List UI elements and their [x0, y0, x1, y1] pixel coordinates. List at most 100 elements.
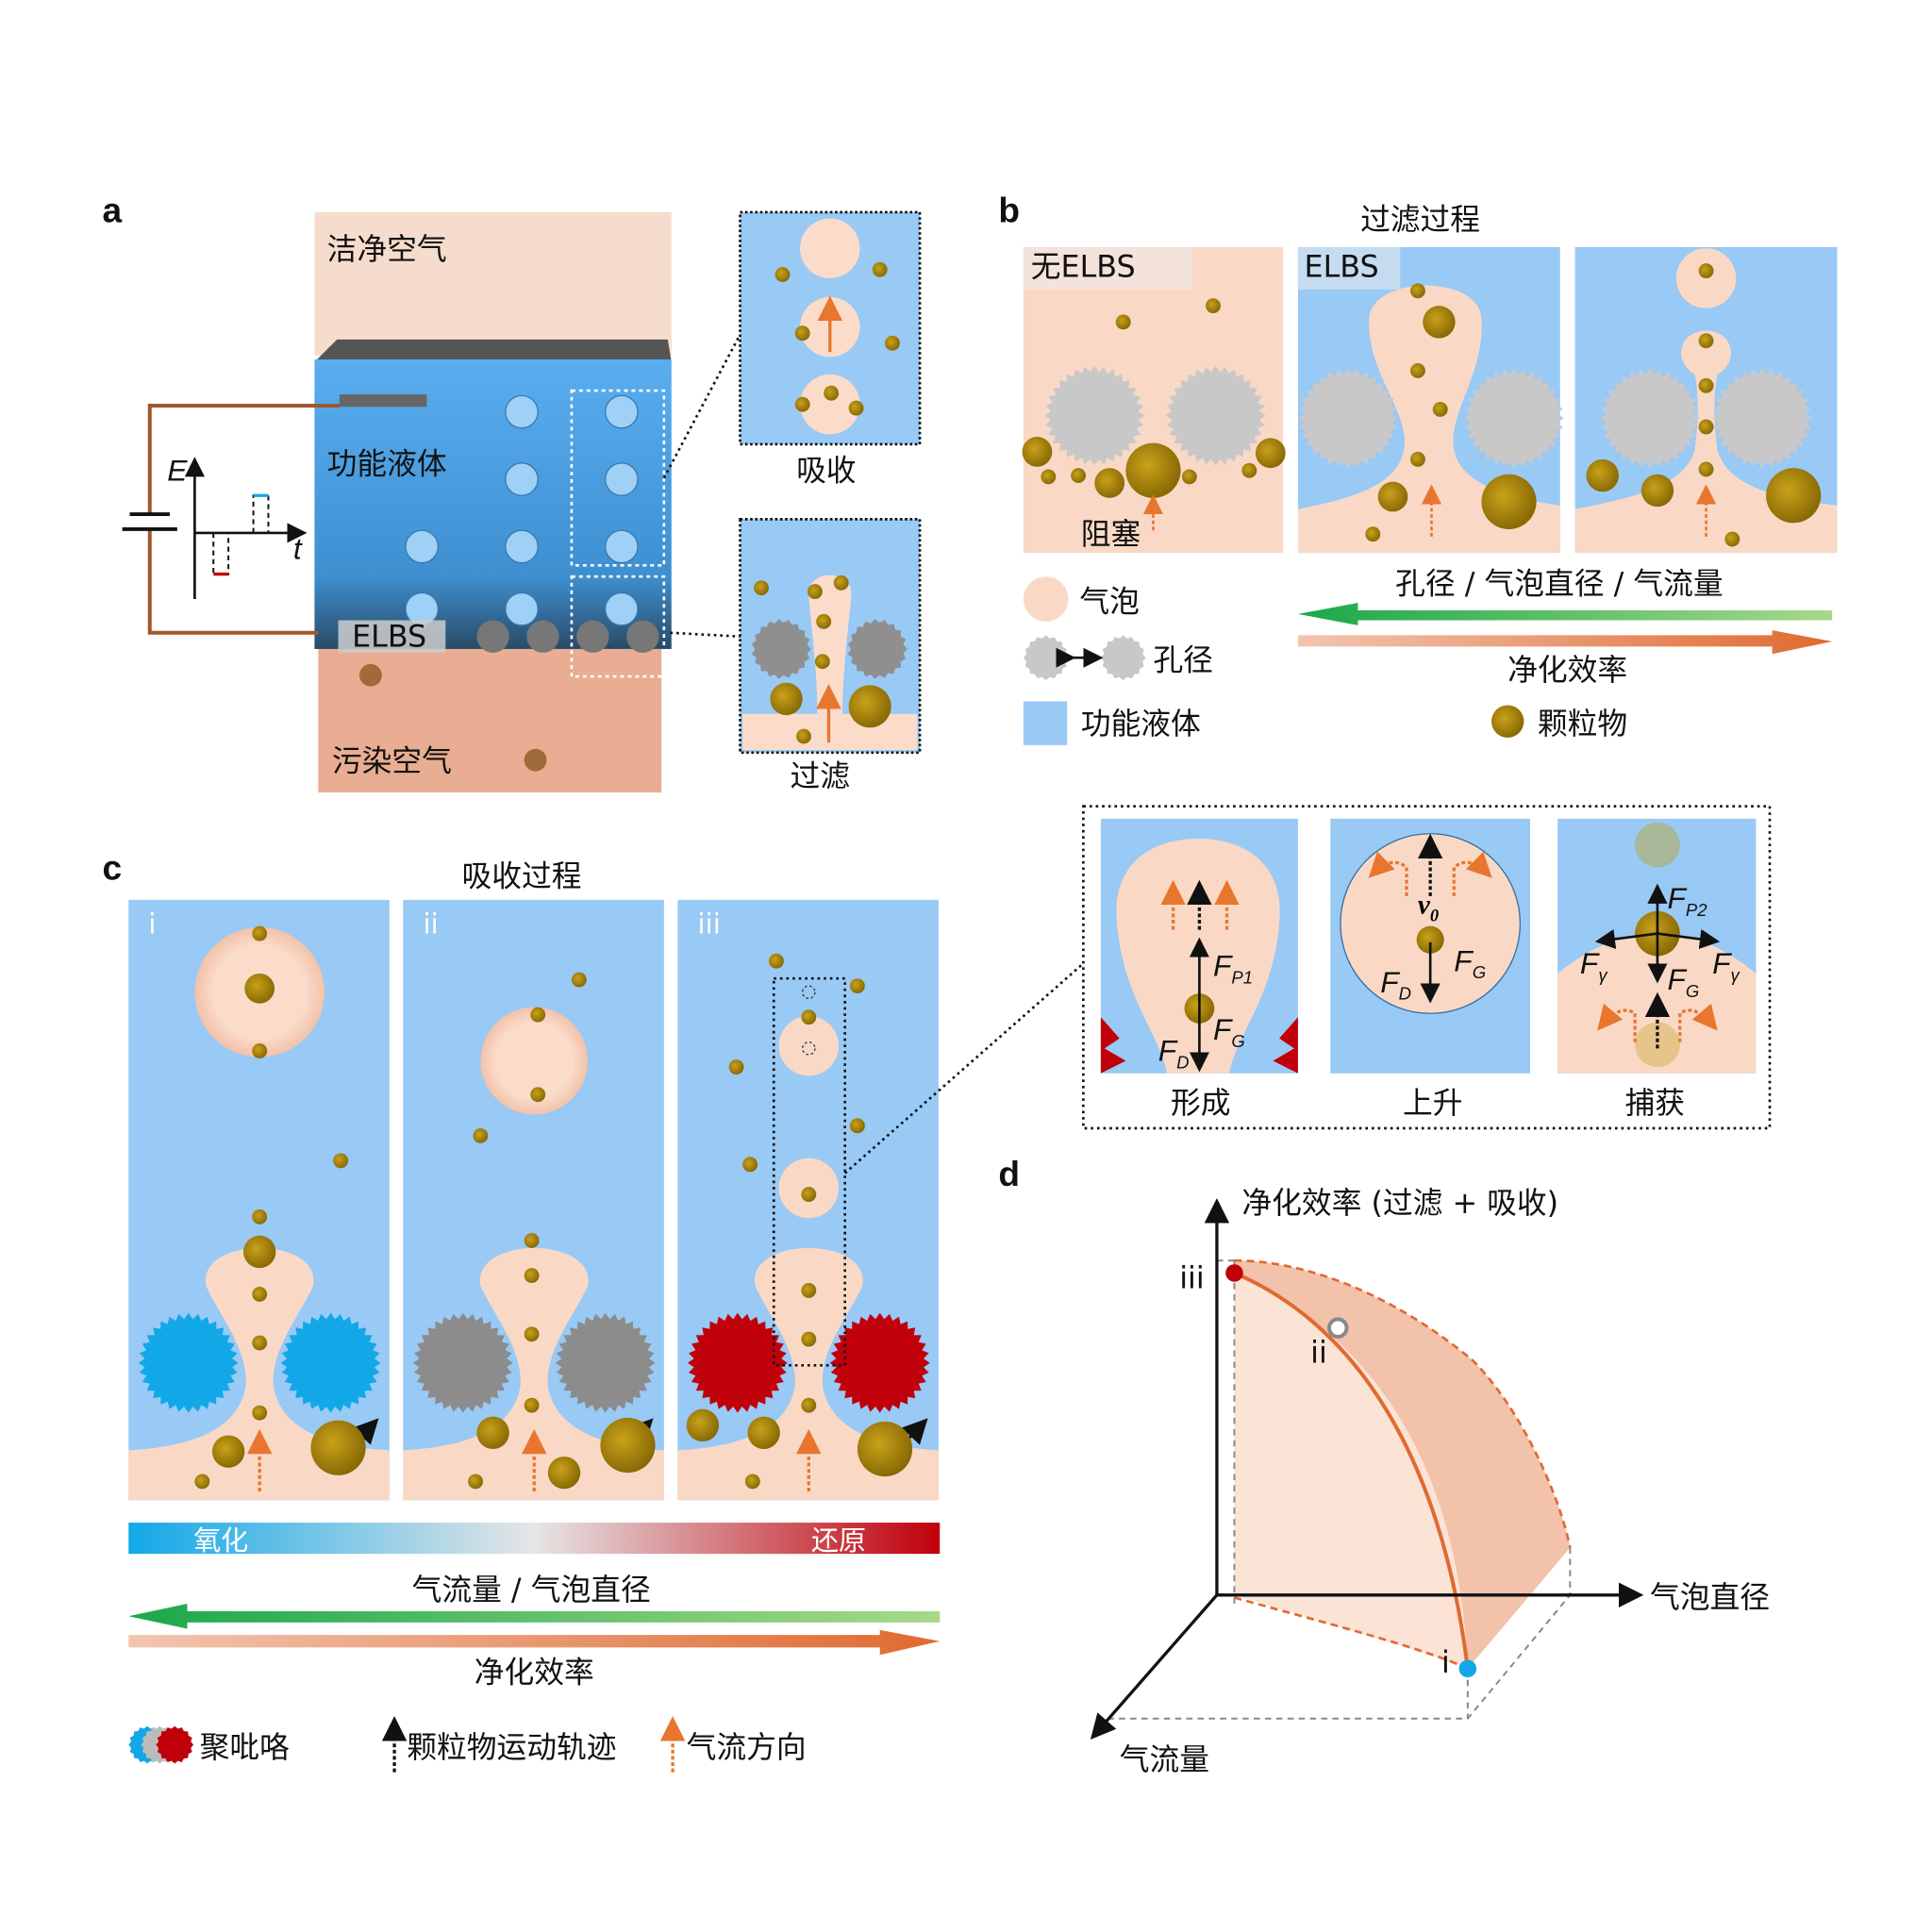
pore-gear-icon: [847, 619, 908, 679]
legend-airflow-label: 气流方向: [687, 1731, 807, 1765]
clean-air-region: [314, 211, 672, 357]
absorb-subpanel-iii: iii: [677, 899, 939, 1501]
point-i: [1458, 1659, 1477, 1678]
elbs-label-bg: [338, 620, 446, 653]
svg-text:v0: v0: [1418, 890, 1439, 925]
clean-air-label: 洁净空气: [327, 233, 447, 267]
panel-c-title: 吸收过程: [462, 859, 582, 893]
pore-gear-icon: [751, 619, 811, 679]
connector-line: [670, 631, 741, 639]
filter-zoom-box: [570, 575, 666, 678]
wire-bottom: [147, 528, 319, 635]
point-iii-label: iii: [1179, 1261, 1204, 1295]
elbs-pores: [476, 620, 659, 653]
point-ii-label: ii: [1310, 1337, 1327, 1371]
capture-panel: FP2 Fγ Fγ FG: [1557, 818, 1757, 1074]
potential-waveform: [184, 457, 308, 600]
y-axis-label: 净化效率 (过滤 + 吸收): [1241, 1187, 1558, 1221]
legend-ppy-icon: [128, 1725, 194, 1764]
oxidized-label: 氧化: [193, 1524, 248, 1557]
connector-line: [843, 962, 1085, 1174]
point-ii: [1327, 1317, 1349, 1339]
panel-c: c 吸收过程 i ii iii 氧化 还原 气流量 / 气泡直径 净化效率 聚吡…: [102, 848, 1085, 1773]
legend-ppy-label: 聚吡咯: [200, 1731, 290, 1765]
formation-panel: FP1 FG FD: [1100, 818, 1298, 1074]
rise-label: 上升: [1403, 1087, 1463, 1121]
legend-particle-icon: [1491, 705, 1524, 738]
absorb-inset: [739, 210, 922, 446]
filter-inset-label: 过滤: [790, 759, 850, 793]
panel-label-b: b: [998, 190, 1020, 229]
svg-text:Fγ: Fγ: [1712, 946, 1740, 985]
connector-line: [662, 333, 741, 479]
elbs-label-b: ELBS: [1305, 251, 1379, 285]
filter-inset: [739, 518, 922, 755]
decrease-arrow-b: [1297, 603, 1833, 625]
guide-lines: [1091, 1259, 1572, 1720]
pore-gear-icon: [555, 1312, 656, 1413]
redox-gradient-bar: [128, 1523, 941, 1555]
elbs-panel-1: [1297, 246, 1564, 554]
svg-text:FP2: FP2: [1668, 881, 1708, 920]
pore-gear-icon: [1463, 368, 1564, 469]
svg-text:FP1: FP1: [1213, 949, 1253, 988]
subpanel-label: i: [148, 908, 156, 941]
axis-t-label: t: [293, 532, 303, 566]
functional-liquid-label: 功能液体: [327, 448, 447, 482]
svg-text:FD: FD: [1380, 965, 1411, 1004]
absorb-inset-label: 吸收: [796, 454, 857, 488]
arrow-orange-label-b: 净化效率: [1507, 654, 1627, 688]
pollutant-particle: [524, 748, 547, 772]
blocked-label: 阻塞: [1081, 518, 1141, 552]
increase-arrow-b: [1297, 630, 1833, 655]
legend-liquid-label: 功能液体: [1081, 708, 1201, 741]
formation-label: 形成: [1171, 1087, 1231, 1121]
subpanel-label: ii: [423, 908, 438, 941]
efficiency-surface: [1234, 1260, 1571, 1669]
pore-gear-icon: [1712, 368, 1812, 469]
boundary-dashed: [1234, 1258, 1572, 1548]
capture-label: 捕获: [1625, 1087, 1686, 1121]
svg-text:Fγ: Fγ: [1580, 946, 1608, 985]
reduced-label: 还原: [811, 1524, 866, 1557]
legend-pore-icon: [1100, 635, 1146, 681]
svg-text:FD: FD: [1158, 1034, 1190, 1073]
legend-liquid-icon: [1023, 701, 1068, 745]
legend-pore-label: 孔径: [1153, 643, 1213, 677]
liquid-bubbles: [405, 394, 639, 626]
arrow-green-label-c: 气流量 / 气泡直径: [412, 1574, 651, 1607]
rise-panel: v0 FG FD: [1330, 818, 1530, 1074]
legend-particle-label: 颗粒物: [1538, 708, 1627, 741]
pore-gear-icon: [687, 1312, 788, 1413]
panel-d: d 净化效率 (过滤 + 吸收) 气泡直径 气流量 iii ii i: [998, 1154, 1770, 1777]
pore-gear-icon: [1600, 368, 1700, 469]
liquid-top-face: [314, 339, 672, 362]
pore-gear-icon: [138, 1312, 239, 1413]
pore-gear-icon: [156, 1725, 194, 1764]
z-axis-label: 气流量: [1120, 1743, 1209, 1777]
absorb-subpanel-ii: ii: [403, 899, 664, 1501]
pollutant-particle: [359, 663, 382, 687]
legend-bubble-label: 气泡: [1079, 585, 1140, 619]
force-analysis-inset: FP1 FG FD v0 FG FD FP2 Fγ Fγ FG 形成 上升 捕获: [1082, 805, 1772, 1130]
performance-curve: [1233, 1271, 1470, 1670]
pore-gear-icon: [1297, 368, 1398, 469]
panel-label-c: c: [102, 848, 122, 888]
legend-pore-icon: [1023, 635, 1069, 681]
axis-e-label: E: [167, 453, 188, 487]
electrode: [339, 394, 427, 408]
svg-text:FG: FG: [1668, 962, 1700, 1001]
svg-text:FG: FG: [1454, 943, 1486, 982]
arrow-green-label-b: 孔径 / 气泡直径 / 气流量: [1395, 568, 1724, 602]
decrease-arrow-c: [128, 1604, 941, 1629]
polluted-air-label: 污染空气: [332, 745, 452, 779]
panel-label-a: a: [102, 190, 122, 229]
no-elbs-label: 无ELBS: [1031, 251, 1136, 285]
legend-trajectory-label: 颗粒物运动轨迹: [407, 1731, 616, 1765]
point-iii: [1225, 1264, 1243, 1282]
panel-a: a ELBS 洁净空气 功能液体 污染空气 E t 吸收: [102, 190, 922, 793]
wire-top: [147, 403, 340, 515]
legend-bubble-icon: [1023, 576, 1069, 622]
pore-gear-icon: [1165, 365, 1266, 466]
panel-label-d: d: [998, 1154, 1020, 1193]
